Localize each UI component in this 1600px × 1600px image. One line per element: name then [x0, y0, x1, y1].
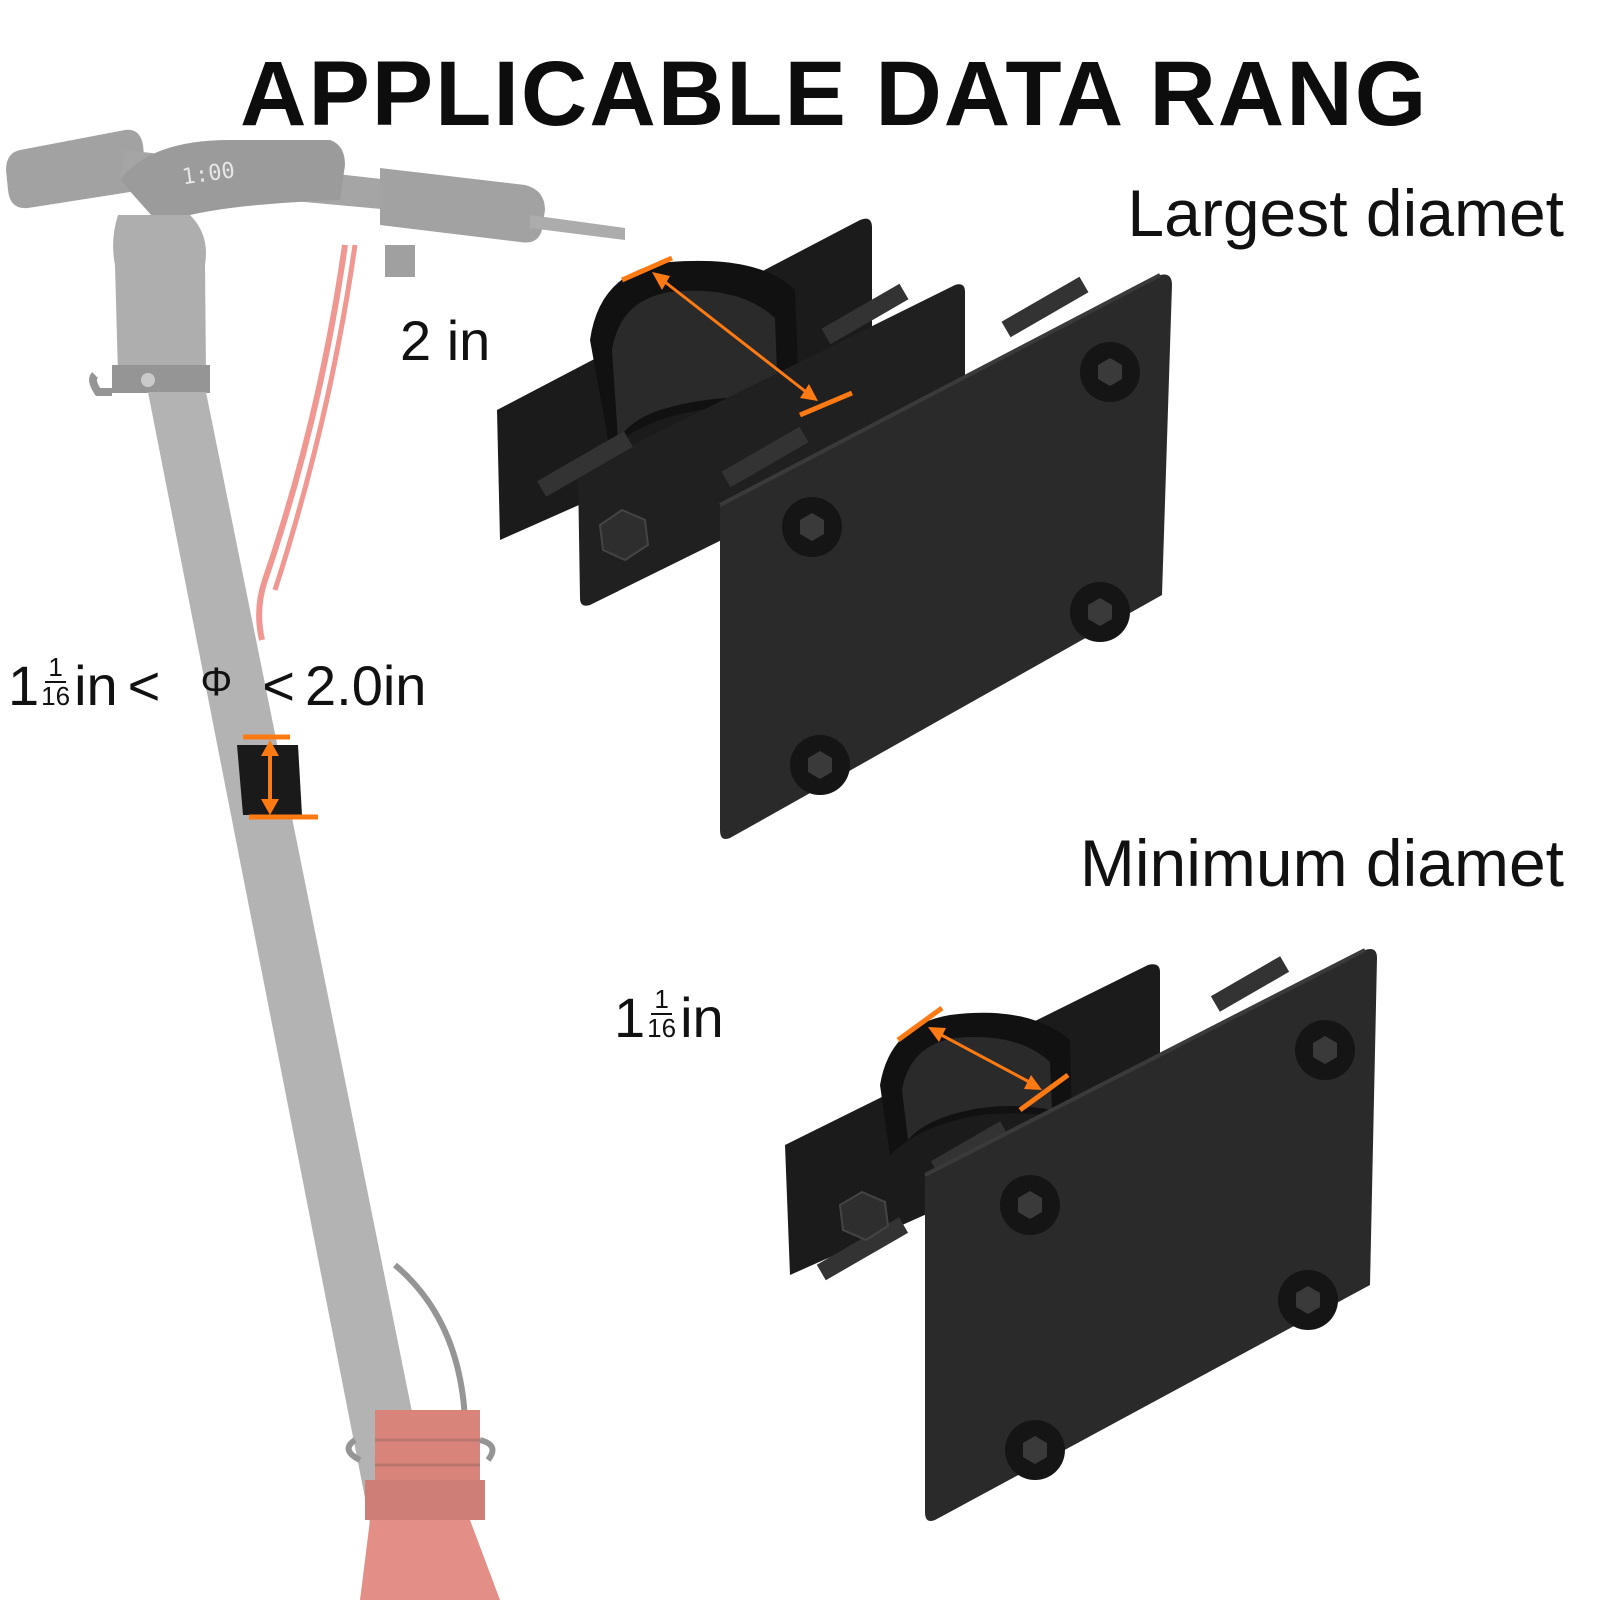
scooter-stem: [148, 392, 450, 1600]
small-clamp-bracket: [785, 948, 1377, 1521]
small-measure-arrow: [896, 1005, 1070, 1113]
brake-lever: [530, 215, 625, 240]
brake-cable: [256, 244, 348, 641]
min-frac-numerator: 1: [651, 985, 672, 1016]
largest-diameter-value: 2 in: [400, 309, 491, 372]
page-title: APPLICABLE DATA RANG: [240, 43, 1429, 145]
min-unit: in: [680, 986, 724, 1050]
minimum-diameter-label: Minimum diamet: [1079, 826, 1564, 900]
range-min-unit: in: [74, 654, 118, 718]
range-max: 2.0in: [305, 654, 427, 718]
range-min-fraction: 1 16: [41, 653, 71, 712]
right-grip: [380, 168, 545, 243]
range-less-than-1: <: [127, 654, 161, 718]
stem-measure-band: [237, 734, 318, 820]
min-fraction: 1 16: [647, 985, 677, 1044]
diameter-symbol: Φ: [200, 660, 233, 705]
range-less-than-2: <: [262, 654, 295, 718]
large-measure-arrow: [620, 255, 853, 418]
largest-diameter-label: Largest diamet: [1127, 176, 1564, 250]
display-head: [120, 140, 345, 225]
bolt: [537, 431, 633, 497]
min-frac-denominator: 16: [647, 1013, 677, 1044]
diameter-range: 1 1 16 in < Φ < 2.0in: [8, 653, 427, 718]
range-frac-numerator: 1: [45, 653, 66, 684]
bolt: [1210, 956, 1290, 1012]
bolt: [1001, 276, 1089, 338]
left-grip: [6, 129, 146, 209]
bolt: [821, 283, 909, 345]
stem-collar: [112, 365, 210, 393]
scooter-illustration: 1:00: [6, 129, 625, 1600]
bolt: [816, 1217, 909, 1281]
min-whole: 1: [614, 986, 646, 1050]
range-frac-denominator: 16: [41, 681, 71, 712]
range-min-whole: 1: [8, 654, 40, 718]
bolt: [721, 426, 809, 488]
folding-joint: [360, 1410, 500, 1600]
large-clamp-bracket: [497, 218, 1172, 839]
minimum-diameter-value: 1 1 16 in: [614, 985, 724, 1050]
stem-neck: [113, 215, 206, 375]
